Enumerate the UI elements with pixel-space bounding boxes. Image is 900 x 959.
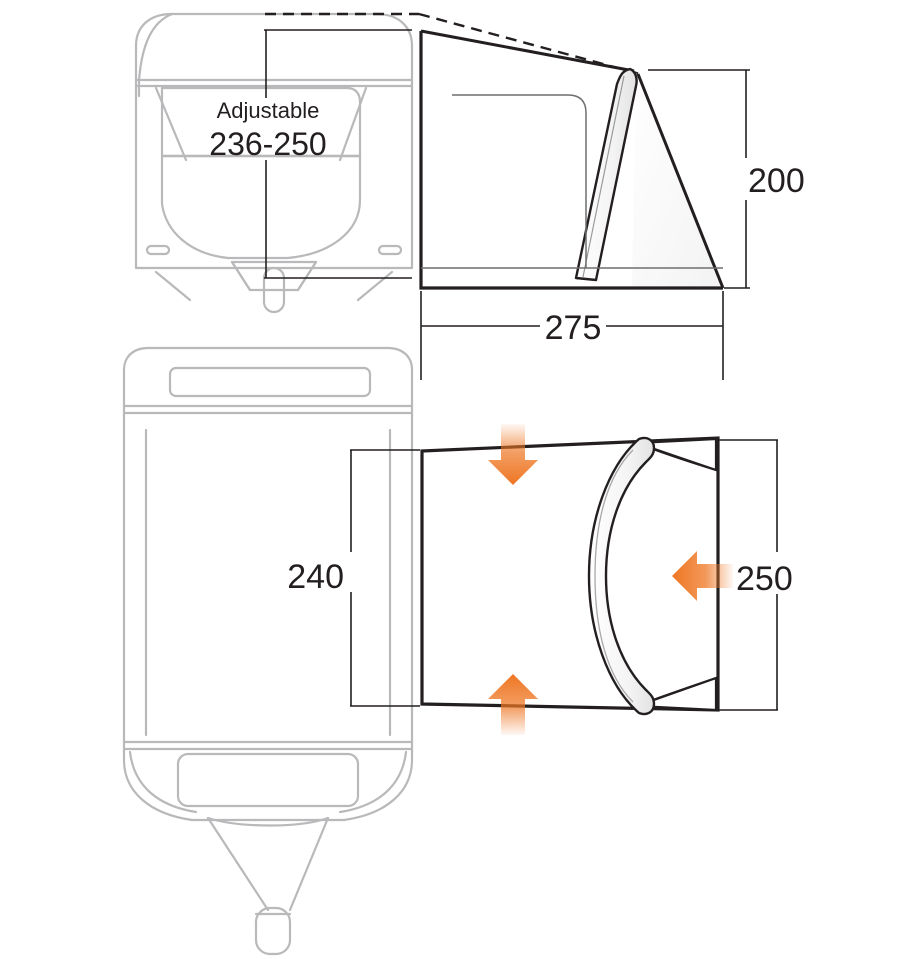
caravan-rear-leg-right (356, 270, 394, 302)
caravan-rear-light-right (377, 244, 403, 256)
caravan-rear-light-left (145, 244, 171, 256)
dimension-awning-depth (420, 291, 724, 380)
arrow-top-down-shape (488, 424, 538, 485)
caravan-rear-view (134, 12, 414, 314)
dimension-awning-height (648, 69, 750, 289)
width250-label: 250 (736, 560, 793, 598)
arrow-right-left-icon (672, 551, 733, 601)
caravan-plan-rear-locker (176, 752, 360, 808)
arrow-top-down-icon (488, 424, 538, 485)
awning-side-rear-air-beam (574, 67, 638, 282)
caravan-rear-leg-left (154, 270, 192, 302)
caravan-rear-hitch-edge-left (230, 260, 252, 292)
arrow-bottom-up-icon (488, 674, 538, 735)
caravan-rear-window (160, 86, 362, 158)
arrow-right-left-shape (672, 551, 733, 601)
caravan-plan-corner-right (338, 750, 408, 814)
dimension-awning-width-front (719, 439, 778, 711)
height-label: 200 (748, 162, 805, 200)
awning-plan-outline (420, 436, 720, 712)
caravan-plan-body (122, 346, 414, 822)
adjustable-caption: Adjustable (217, 98, 320, 123)
caravan-rear-taper-right (338, 86, 368, 162)
dimension-awning-width-plan (350, 449, 420, 707)
awning-side-roof-line (420, 29, 635, 73)
adjustable-range-label: 236-250 (209, 126, 326, 162)
caravan-rear-jockey-wheel (262, 266, 286, 314)
caravan-plan-view (122, 346, 414, 956)
awning-plan-view (420, 436, 720, 716)
caravan-rear-roof-curve-left (137, 12, 174, 98)
caravan-rear-hitch-frame (230, 260, 318, 292)
caravan-rear-taper-left (154, 86, 188, 162)
caravan-plan-rooflight (168, 366, 372, 398)
awning-plan-front-air-beam (587, 436, 656, 716)
caravan-plan-drawbar-base (206, 816, 330, 827)
dimension-adjustable-height (264, 29, 412, 279)
awning-side-door-outline (452, 94, 587, 268)
caravan-plan-coupling-head (254, 906, 292, 956)
awning-side-outline (419, 31, 723, 290)
caravan-plan-drawbar-left (206, 816, 270, 912)
depth-label: 275 (545, 309, 602, 347)
caravan-plan-drawbar-right (288, 816, 330, 912)
awning-side-beam-highlight (582, 75, 625, 278)
caravan-rear-hitch-edge-right (296, 260, 318, 292)
caravan-plan-corner-left (128, 750, 198, 814)
awning-side-rear-flysheet (636, 73, 725, 289)
awning-side-view (419, 29, 725, 290)
caravan-rear-lower-panel (160, 154, 362, 260)
arrow-bottom-up-shape (488, 674, 538, 735)
width240-label: 240 (287, 558, 344, 596)
awning-plan-floor-fill (422, 438, 718, 710)
awning-plan-beam-highlight (594, 449, 634, 703)
